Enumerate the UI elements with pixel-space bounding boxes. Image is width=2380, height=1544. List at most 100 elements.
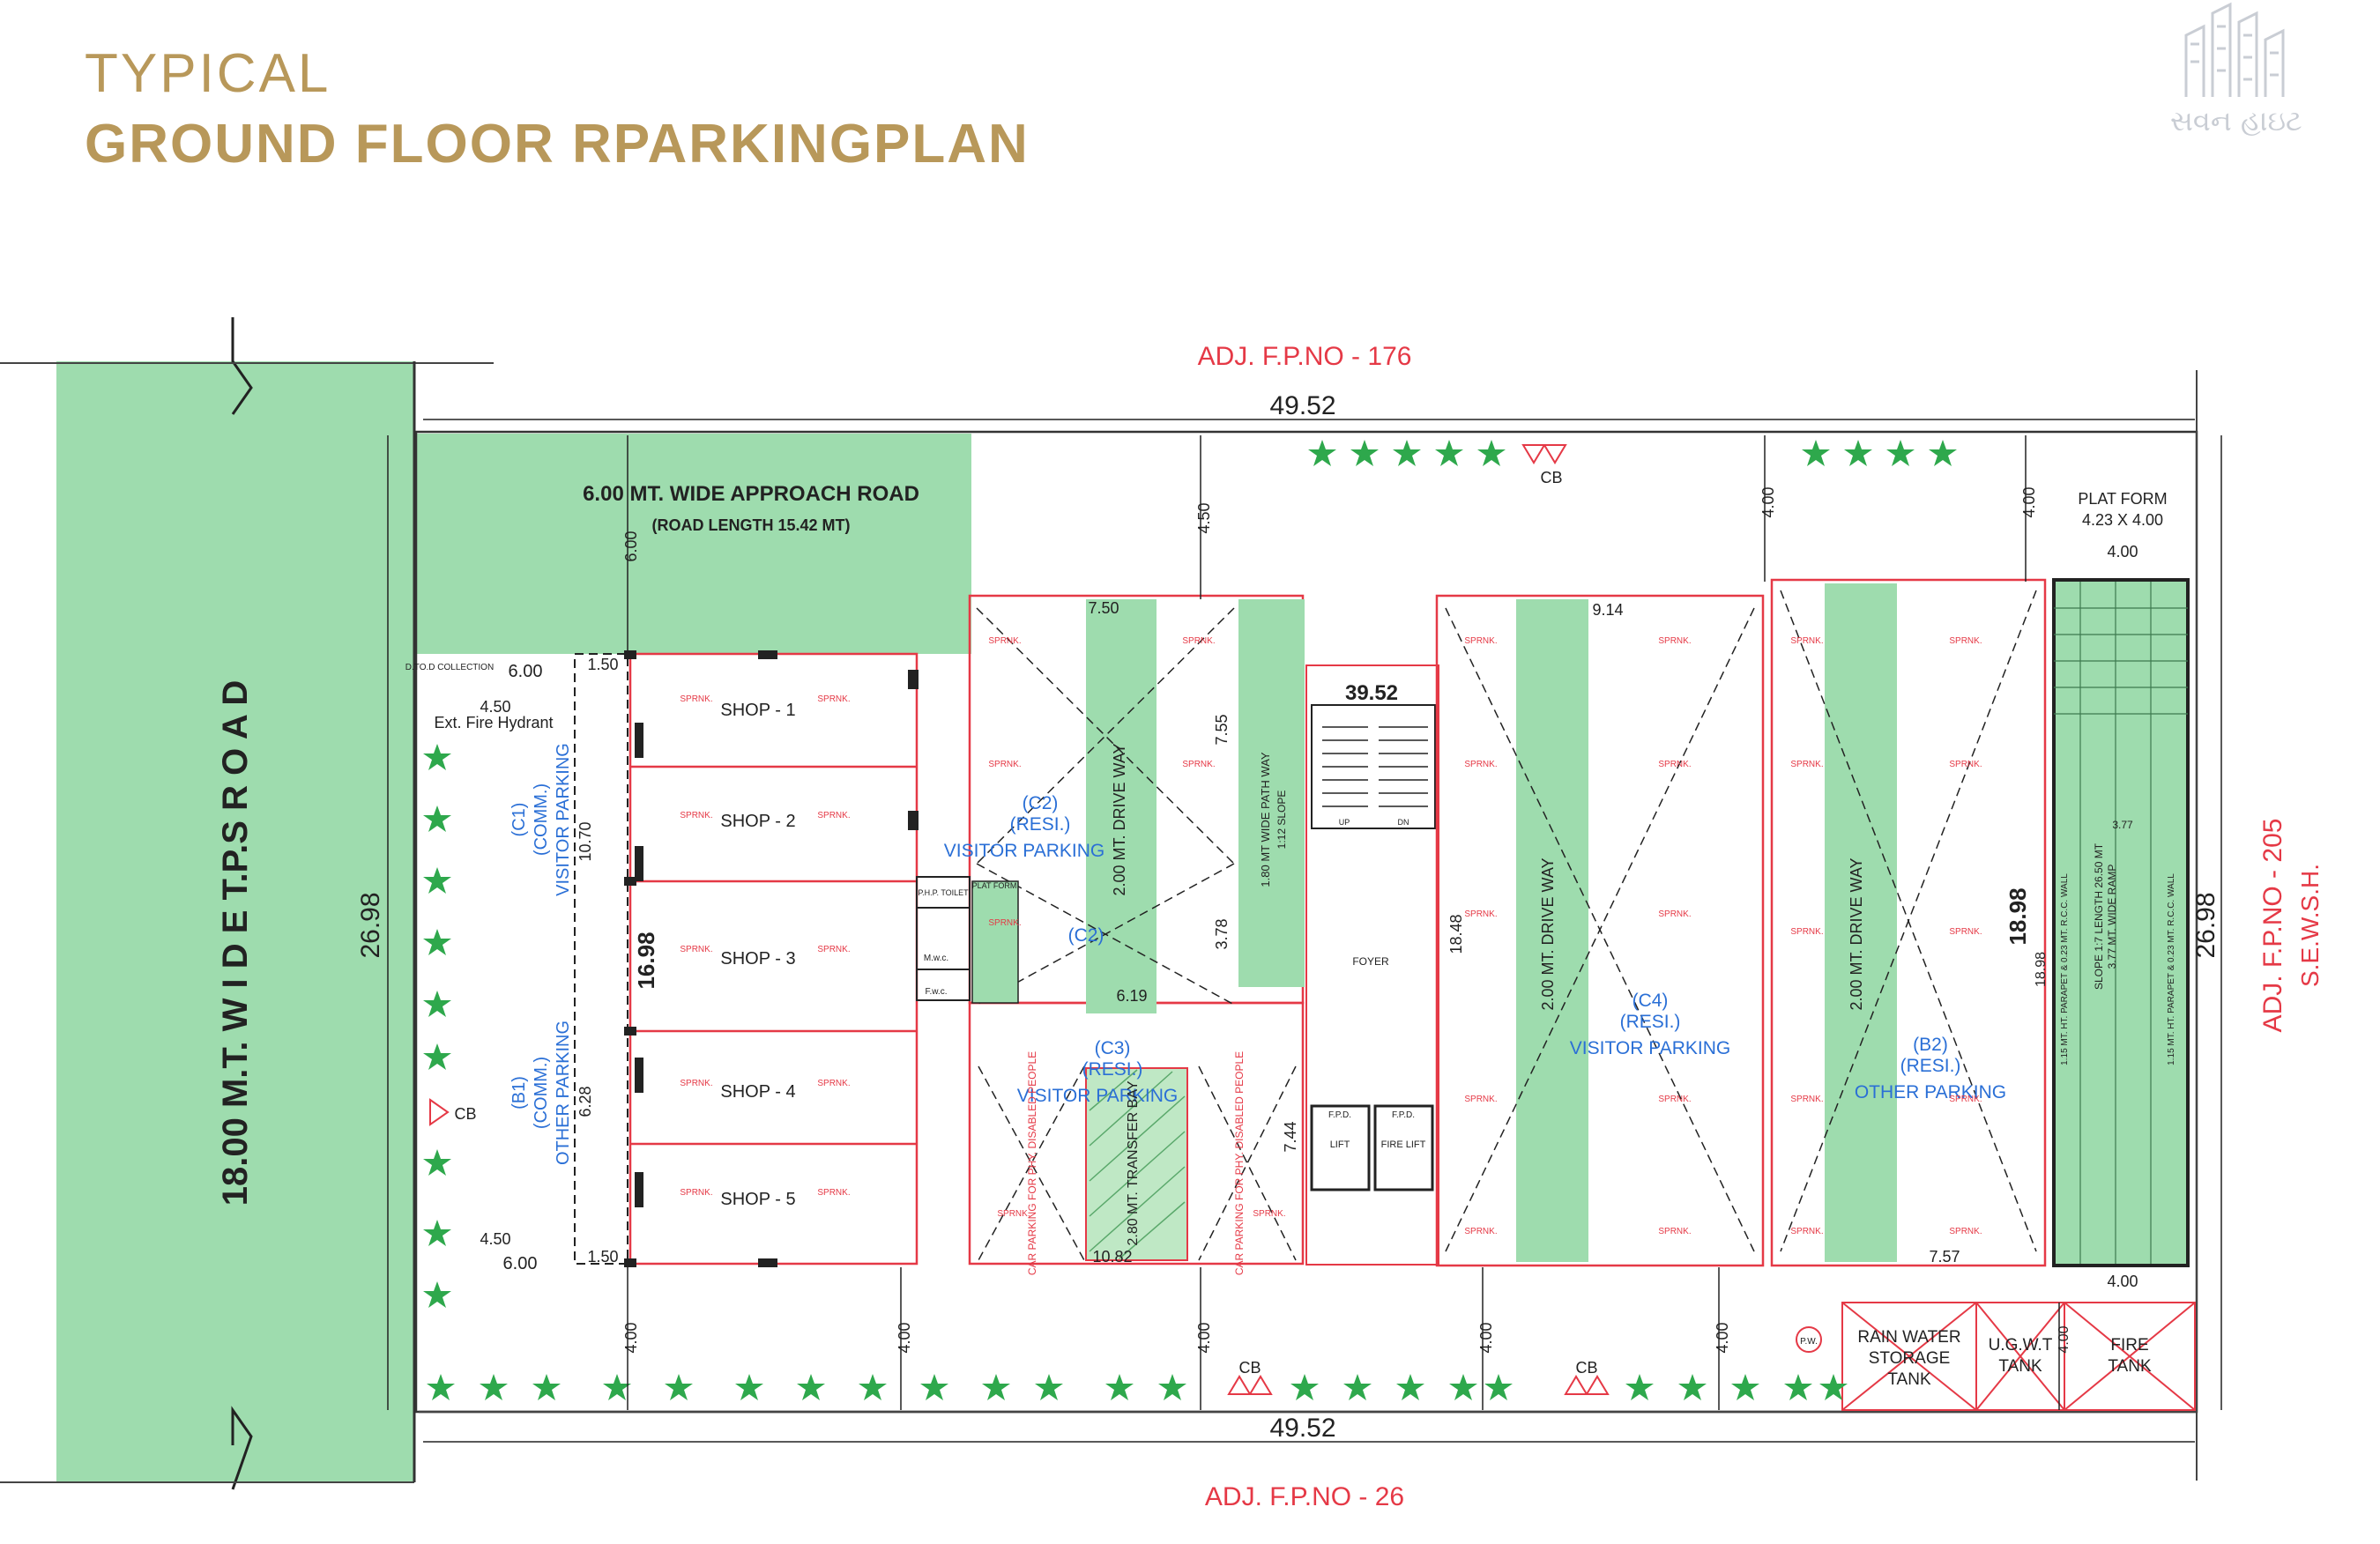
sprinkler-label: SPRNK. [1658, 1095, 1691, 1104]
sprinkler-label: SPRNK. [988, 760, 1021, 769]
dim-400-ramp-bottom: 4.00 [2107, 1273, 2138, 1290]
cb-label-top: CB [1540, 469, 1562, 486]
c4-label: (C4) [1633, 991, 1669, 1011]
building-logo-icon [2184, 2, 2285, 97]
tree-icon [1435, 440, 1463, 466]
sprinkler-label: SPRNK. [1658, 760, 1691, 769]
c2-label-secondary: (C2) [1068, 925, 1104, 946]
sprinkler-label: SPRNK. [997, 1209, 1030, 1219]
fire-tank-label: FIRE [2110, 1336, 2148, 1355]
sprinkler-label: SPRNK. [817, 1188, 850, 1198]
b1-sub: (COMM.) [532, 1057, 551, 1129]
road-label: 18.00 M.T. W I D E T.P.S R O A D [216, 680, 255, 1206]
tree-icon [1784, 1374, 1812, 1400]
shop-4-label: SHOP - 4 [720, 1082, 795, 1102]
dim-150-top: 1.50 [587, 656, 618, 673]
phy-parking-right: CAR PARKING FOR PHY. DISABLED PEOPLE [1233, 1051, 1246, 1275]
b2-zone [1770, 578, 2047, 1267]
b2-label: (B2) [1913, 1035, 1948, 1055]
storage-tank-label: TANK [1887, 1370, 1931, 1389]
adj-right-sub: S.E.W.S.H. [2296, 864, 2324, 987]
pw-label: P.W. [1800, 1337, 1818, 1347]
drive-way-c4 [1516, 599, 1588, 1262]
transfer-bay-label: 2.80 MT. TRANSFER BAY [1126, 1080, 1141, 1245]
shop-2-label: SHOP - 2 [720, 812, 795, 831]
tree-icon [1396, 1374, 1424, 1400]
tree-icon [480, 1374, 508, 1400]
cb-marker-bottom-3 [1564, 1375, 1588, 1395]
tree-icon [603, 1374, 631, 1400]
foyer-label: FOYER [1352, 955, 1389, 968]
tree-icon [1802, 440, 1830, 466]
dim-1898: 18.98 [2034, 952, 2049, 987]
tree-icon [1158, 1374, 1186, 1400]
sprinkler-label: SPRNK. [817, 945, 850, 954]
tree-icon [1105, 1374, 1134, 1400]
cb-label-bottom-2: CB [1575, 1359, 1597, 1377]
lift-1 [1310, 1104, 1371, 1191]
tree-icon [982, 1374, 1010, 1400]
sprinkler-label: SPRNK. [680, 694, 712, 704]
sprinkler-label: SPRNK. [1949, 1227, 1982, 1236]
lift-label: LIFT [1330, 1139, 1350, 1150]
mwc-label: M.w.c. [924, 954, 948, 963]
dim-depth-right: 26.98 [2191, 892, 2220, 958]
c1-label: (C1) [509, 803, 529, 837]
tree-icon [423, 805, 451, 832]
c3-type: VISITOR PARKING [1017, 1086, 1178, 1106]
title-typical: TYPICAL [85, 43, 331, 104]
rain-water-label: RAIN WATER [1857, 1328, 1960, 1347]
tree-icon [735, 1374, 763, 1400]
stair-block [1311, 704, 1436, 829]
drive-way-b2 [1825, 583, 1897, 1262]
dim-400-bottom-5: 4.00 [1714, 1322, 1731, 1353]
dim-width-top: 49.52 [1269, 391, 1335, 420]
dim-400-top-1: 4.00 [1759, 486, 1777, 517]
b1-type: OTHER PARKING [554, 1021, 573, 1165]
sprinkler-label: SPRNK. [680, 1079, 712, 1088]
tree-icon [1678, 1374, 1707, 1400]
dim-600-bottom: 6.00 [503, 1254, 538, 1273]
dim-400-top-2: 4.00 [2020, 486, 2038, 517]
path-way-slope: 1:12 SLOPE [1276, 791, 1288, 850]
fire-hydrant-label: Ext. Fire Hydrant [434, 714, 553, 731]
shop-3-label: SHOP - 3 [720, 949, 795, 969]
logo-wordmark: સવન હાઇટ [2170, 104, 2302, 137]
sprinkler-label: SPRNK. [1949, 636, 1982, 646]
drive-way-c2-label: 2.00 MT. DRIVE WAY [1111, 743, 1128, 895]
dim-400-bottom-2: 4.00 [896, 1322, 913, 1353]
tree-icon [423, 1043, 451, 1070]
tree-icon [423, 1149, 451, 1176]
phd-toilet-label: P.H.P. TOILET [918, 888, 969, 897]
sprinkler-label: SPRNK. [1253, 1209, 1285, 1219]
tree-icon [1035, 1374, 1063, 1400]
cb-marker-bottom-2 [1248, 1375, 1273, 1395]
dim-400-bottom-4: 4.00 [1477, 1322, 1495, 1353]
c2-sub: (RESI.) [1010, 814, 1071, 835]
cb-marker-bottom-1 [1227, 1375, 1252, 1395]
sprinkler-label: SPRNK. [1790, 1227, 1823, 1236]
tree-icon [423, 929, 451, 955]
dim-1082: 10.82 [1092, 1248, 1132, 1266]
dim-600-top: 6.00 [509, 662, 543, 681]
dim-400-tank: 4.00 [2056, 1325, 2071, 1353]
dim-400-ramp-top: 4.00 [2107, 543, 2138, 560]
dim-400-bottom-3: 4.00 [1195, 1322, 1213, 1353]
sprinkler-label: SPRNK. [1790, 636, 1823, 646]
sprinkler-label: SPRNK. [1182, 636, 1215, 646]
sprinkler-label: SPRNK. [817, 811, 850, 820]
c4-sub: (RESI.) [1620, 1012, 1681, 1032]
dim-755: 7.55 [1213, 714, 1231, 745]
adj-bottom: ADJ. F.P.NO - 26 [1205, 1482, 1404, 1511]
cb-marker-bottom-4 [1585, 1375, 1610, 1395]
sprinkler-label: SPRNK. [1790, 927, 1823, 937]
c1-sub: (COMM.) [532, 783, 551, 856]
dim-400-bottom-1: 4.00 [622, 1322, 640, 1353]
c4-zone [1435, 594, 1765, 1267]
sprinkler-label: SPRNK. [680, 1188, 712, 1198]
sprinkler-label: SPRNK. [680, 945, 712, 954]
platform-dim: 4.23 X 4.00 [2082, 511, 2163, 529]
platform-label: PLAT FORM [2078, 490, 2167, 508]
transfer-bay [1085, 1067, 1188, 1261]
tree-icon [1477, 440, 1506, 466]
